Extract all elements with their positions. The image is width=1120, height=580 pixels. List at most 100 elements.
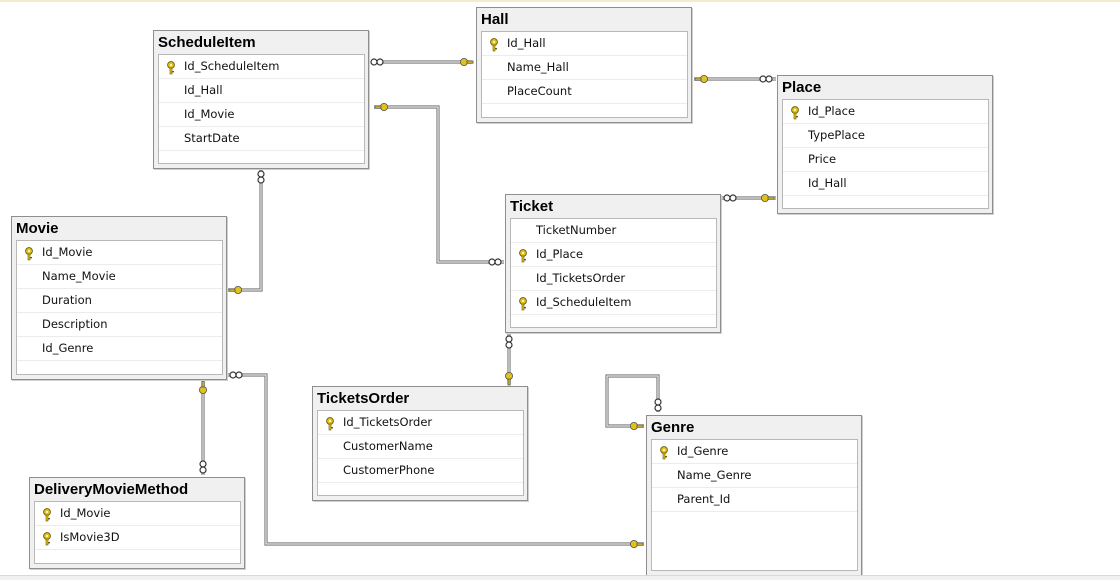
table-title: Genre	[651, 419, 695, 436]
infinity-end-ticket-scheduleitem	[488, 258, 502, 266]
infinity-end-scheduleitem-movie	[257, 170, 265, 184]
table-title: Place	[782, 79, 822, 96]
column-row[interactable]: Name_Hall	[482, 56, 687, 80]
infinity-end-genre-self	[654, 398, 662, 412]
column-row[interactable]: Price	[783, 148, 988, 172]
column-list: Id_Genre Name_Genre Parent_Id	[651, 439, 858, 571]
table-ticketsorder[interactable]: TicketsOrder Id_TicketsOrder CustomerNam…	[312, 386, 528, 501]
key-icon	[489, 37, 499, 52]
key-icon	[659, 493, 669, 507]
column-name: Name_Movie	[42, 269, 116, 283]
column-row[interactable]: Id_Movie	[159, 103, 364, 127]
key-icon	[518, 272, 528, 286]
column-row[interactable]: TypePlace	[783, 124, 988, 148]
column-name: TypePlace	[808, 128, 865, 142]
key-end-hall	[459, 58, 474, 67]
key-icon	[659, 445, 669, 460]
column-row[interactable]: Id_Hall	[482, 32, 687, 56]
column-row[interactable]: PlaceCount	[482, 80, 687, 104]
column-name: CustomerName	[343, 439, 433, 453]
column-name: Id_ScheduleItem	[184, 59, 280, 73]
column-name: Name_Genre	[677, 468, 752, 482]
key-icon	[24, 342, 34, 356]
table-title: DeliveryMovieMethod	[34, 481, 189, 498]
column-name: Id_Genre	[677, 444, 729, 458]
column-list: Id_TicketsOrder CustomerName CustomerPho…	[317, 410, 524, 496]
key-end-genre-self	[630, 421, 644, 430]
column-name: Id_Place	[808, 104, 856, 118]
column-name: Id_Hall	[184, 83, 223, 97]
column-row[interactable]: Duration	[17, 289, 222, 313]
column-name: Price	[808, 152, 837, 166]
key-icon	[518, 296, 528, 311]
column-row[interactable]: IsMovie3D	[35, 526, 240, 550]
key-icon	[518, 248, 528, 263]
key-icon	[24, 318, 34, 332]
column-row[interactable]: Id_Hall	[159, 79, 364, 103]
key-end-genre-movie	[630, 540, 644, 549]
infinity-end-delivery-movie	[199, 460, 207, 474]
key-icon	[518, 224, 528, 238]
infinity-end-place-hall	[759, 75, 773, 83]
column-name: Id_TicketsOrder	[343, 415, 433, 429]
table-hall[interactable]: Hall Id_Hall Name_Hall PlaceCount	[476, 7, 692, 123]
column-name: Duration	[42, 293, 92, 307]
key-icon	[489, 85, 499, 99]
column-row[interactable]: Id_Genre	[652, 440, 857, 464]
table-genre[interactable]: Genre Id_Genre Name_Genre Parent_Id	[646, 415, 862, 576]
column-row[interactable]: TicketNumber	[511, 219, 716, 243]
table-place[interactable]: Place Id_Place TypePlace Price Id_Hall	[777, 75, 993, 214]
column-row[interactable]: Description	[17, 313, 222, 337]
column-list: Id_Place TypePlace Price Id_Hall	[782, 99, 989, 209]
column-row[interactable]: Name_Genre	[652, 464, 857, 488]
column-list: Id_ScheduleItem Id_Hall Id_Movie StartDa…	[158, 54, 365, 164]
table-deliverymoviemethod[interactable]: DeliveryMovieMethod Id_Movie IsMovie3D	[29, 477, 245, 569]
key-icon	[166, 60, 176, 75]
column-row[interactable]: Id_Genre	[17, 337, 222, 361]
column-name: IsMovie3D	[60, 530, 120, 544]
table-title: Hall	[481, 11, 509, 28]
column-row[interactable]: Id_Hall	[783, 172, 988, 196]
key-icon	[24, 270, 34, 284]
table-scheduleitem[interactable]: ScheduleItem Id_ScheduleItem Id_Hall Id_…	[153, 30, 369, 169]
column-row[interactable]: Id_Place	[511, 243, 716, 267]
column-name: Id_Hall	[507, 36, 546, 50]
infinity-end-scheduleitem-hall	[370, 58, 384, 66]
link-scheduleitem-ticket	[374, 105, 504, 264]
scroll-strip	[0, 575, 1120, 580]
column-name: Id_TicketsOrder	[536, 271, 626, 285]
key-icon	[166, 84, 176, 98]
column-row[interactable]: Parent_Id	[652, 488, 857, 512]
column-row[interactable]: Id_TicketsOrder	[318, 411, 523, 435]
column-row[interactable]: Name_Movie	[17, 265, 222, 289]
column-row[interactable]: Id_Place	[783, 100, 988, 124]
column-name: Id_Movie	[42, 245, 93, 259]
column-name: TicketNumber	[536, 223, 617, 237]
column-name: Name_Hall	[507, 60, 569, 74]
table-movie[interactable]: Movie Id_Movie Name_Movie Duration Descr…	[11, 216, 227, 380]
column-row[interactable]: CustomerName	[318, 435, 523, 459]
key-icon	[24, 294, 34, 308]
column-name: CustomerPhone	[343, 463, 435, 477]
column-row[interactable]: Id_TicketsOrder	[511, 267, 716, 291]
top-rule	[0, 0, 1120, 2]
column-row[interactable]: CustomerPhone	[318, 459, 523, 483]
column-list: Id_Movie IsMovie3D	[34, 501, 241, 564]
column-row[interactable]: Id_Movie	[35, 502, 240, 526]
column-row[interactable]: Id_ScheduleItem	[511, 291, 716, 315]
column-row[interactable]: StartDate	[159, 127, 364, 151]
table-title: ScheduleItem	[158, 34, 256, 51]
column-name: Description	[42, 317, 108, 331]
column-name: Id_Movie	[60, 506, 111, 520]
column-row[interactable]: Id_Movie	[17, 241, 222, 265]
table-ticket[interactable]: Ticket TicketNumber Id_Place Id_TicketsO…	[505, 194, 721, 333]
key-icon	[166, 108, 176, 122]
key-icon	[790, 129, 800, 143]
key-end-movie-schedule	[228, 285, 242, 294]
key-icon	[42, 507, 52, 522]
key-icon	[790, 105, 800, 120]
column-row[interactable]: Id_ScheduleItem	[159, 55, 364, 79]
column-list: Id_Hall Name_Hall PlaceCount	[481, 31, 688, 118]
column-name: Id_ScheduleItem	[536, 295, 632, 309]
